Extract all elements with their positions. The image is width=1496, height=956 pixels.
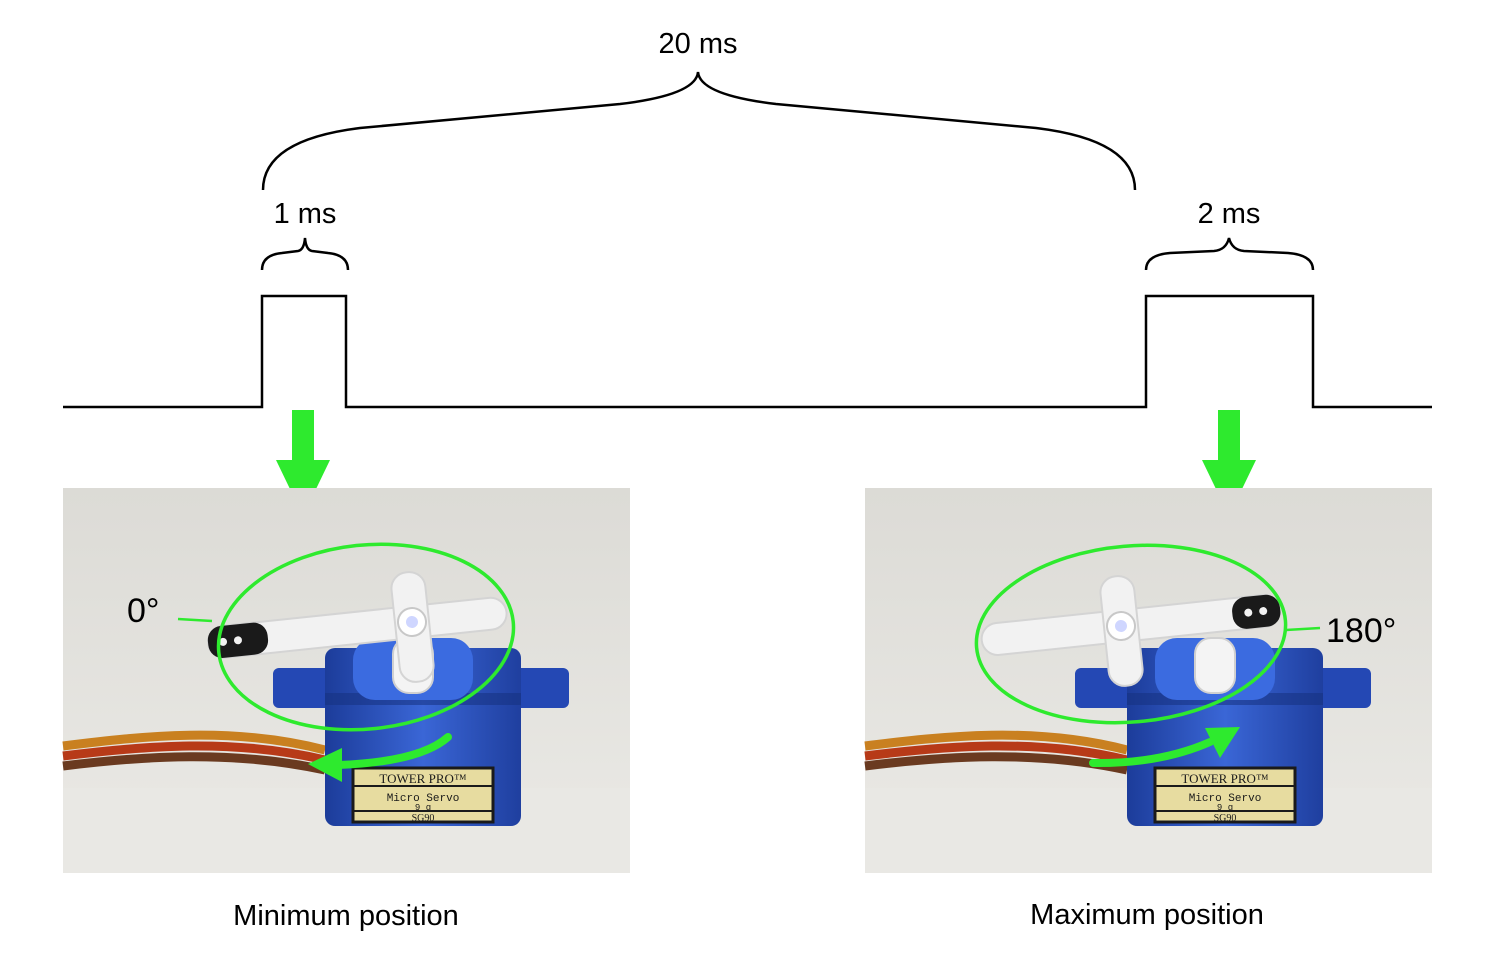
angle-label-min: 0° (127, 592, 160, 630)
period-label: 20 ms (659, 28, 738, 60)
angle-leader-line (1285, 626, 1321, 632)
model-line2: 9 g (1217, 803, 1233, 813)
rotation-ellipse (974, 543, 1288, 725)
angle-label-max: 180° (1326, 612, 1396, 650)
pulse-min-label: 1 ms (274, 198, 337, 230)
servo-photo-max: TOWER PRO™ Micro Servo 9 g SG90 (865, 488, 1432, 873)
angle-leader-line (177, 617, 213, 623)
period-brace (261, 71, 1137, 191)
servo-photo-min: TOWER PRO™ Micro Servo 9 g SG90 (63, 488, 630, 873)
brand-label: TOWER PRO™ (379, 771, 466, 786)
brand-label: TOWER PRO™ (1181, 771, 1268, 786)
model-line1: Micro Servo (1189, 793, 1262, 805)
pulse-max-brace (1144, 237, 1315, 271)
model-line2: 9 g (415, 803, 431, 813)
pulse-max-label: 2 ms (1198, 198, 1261, 230)
model-code: SG90 (1214, 813, 1237, 824)
pulse-min-brace (260, 237, 350, 271)
model-line1: Micro Servo (387, 793, 460, 805)
caption-min: Minimum position (233, 900, 459, 932)
model-code: SG90 (412, 813, 435, 824)
rotation-ellipse (216, 542, 516, 732)
caption-max: Maximum position (1030, 899, 1264, 931)
rotation-arrow-icon (334, 733, 452, 769)
pwm-signal (63, 294, 1432, 409)
rotation-arrow-icon (1089, 738, 1214, 768)
